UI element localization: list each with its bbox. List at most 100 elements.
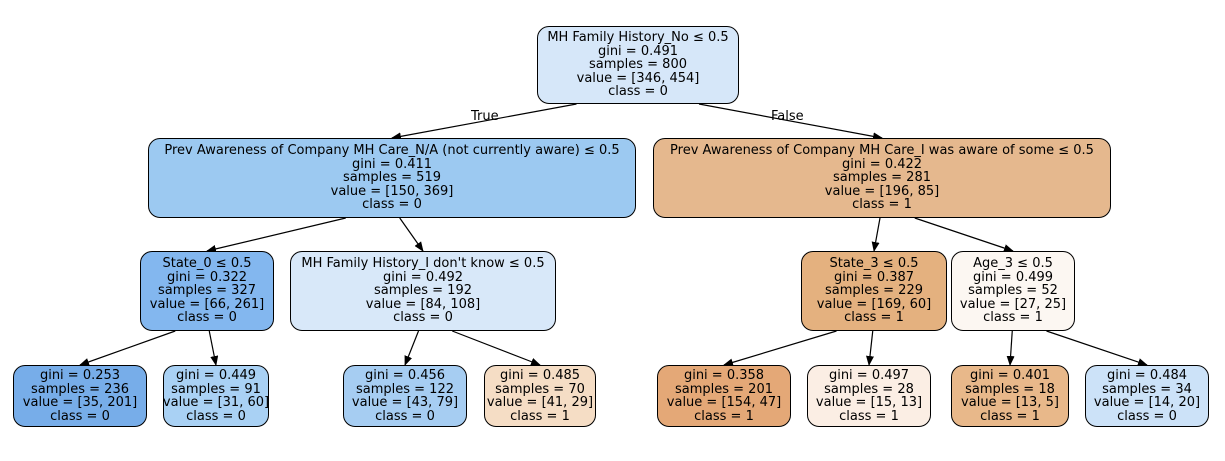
tree-node-line: class = 0 [375,408,435,424]
tree-node-line: gini = 0.401 [969,368,1051,383]
tree-node-line: MH Family History_I don't know ≤ 0.5 [301,256,545,272]
tree-node-line: Prev Awareness of Company MH Care_N/A (n… [164,143,620,159]
tree-edge [698,103,883,141]
tree-edge [399,217,424,252]
tree-node-line: samples = 281 [832,170,931,186]
tree-node-line: value = [169, 60] [816,296,932,312]
tree-node-line: Age_3 ≤ 0.5 [973,256,1053,272]
tree-node-line: value = [41, 29] [486,395,594,410]
tree-node-line: value = [27, 25] [959,296,1067,312]
tree-node-line: samples = 70 [495,381,585,397]
tree-node-line: value = [84, 108] [365,296,481,312]
tree-node-line: gini = 0.485 [499,368,581,383]
tree-node-line: value = [14, 20] [1093,395,1201,410]
tree-edge [206,217,346,253]
tree-node: Prev Awareness of Company MH Care_I was … [653,138,1111,218]
tree-node-line: value = [43, 79] [351,395,459,410]
tree-node-line: gini = 0.456 [364,368,446,383]
tree-node-line: gini = 0.322 [166,269,248,285]
tree-edge [452,330,541,366]
tree-node-line: samples = 122 [355,381,454,397]
tree-edge [866,330,874,366]
tree-node-line: class = 0 [393,310,453,326]
tree-node-line: gini = 0.492 [382,269,464,285]
tree-node-line: value = [15, 13] [815,395,923,410]
tree-edge [1006,330,1015,366]
tree-edge [914,217,1014,252]
tree-node-line: class = 1 [844,310,904,326]
tree-node-line: class = 1 [983,310,1043,326]
tree-edge [404,330,420,366]
tree-node-line: State_0 ≤ 0.5 [162,256,252,272]
tree-node-line: samples = 519 [342,170,441,186]
tree-node-line: MH Family History_No ≤ 0.5 [547,30,729,46]
tree-node-line: class = 1 [510,408,570,424]
tree-node-line: gini = 0.253 [39,368,121,383]
tree-edge [871,217,881,252]
tree-node-line: value = [35, 201] [22,395,138,410]
tree-node-line: samples = 34 [1102,381,1192,397]
tree-node-line: Prev Awareness of Company MH Care_I was … [670,143,1094,159]
tree-node-line: value = [196, 85] [824,183,940,199]
tree-node-line: gini = 0.422 [841,156,923,172]
tree-node-line: value = [154, 47] [666,395,782,410]
tree-edge [1046,330,1148,366]
tree-node-line: class = 0 [186,408,246,424]
tree-node-line: gini = 0.358 [683,368,765,383]
tree-edge [208,330,219,366]
tree-node-line: samples = 192 [373,283,472,299]
tree-node-line: samples = 91 [171,381,261,397]
tree-node-line: class = 1 [694,408,754,424]
tree-node: Prev Awareness of Company MH Care_N/A (n… [148,138,636,218]
tree-node-line: gini = 0.499 [972,269,1054,285]
tree-node-line: gini = 0.411 [351,156,433,172]
tree-node-line: samples = 18 [965,381,1055,397]
tree-node-line: value = [150, 369] [330,183,454,199]
tree-node-line: gini = 0.484 [1106,368,1188,383]
tree-node-line: class = 0 [1117,408,1177,424]
tree-node-line: class = 1 [839,408,899,424]
tree-node-line: samples = 236 [30,381,129,397]
tree-node-line: samples = 28 [824,381,914,397]
tree-node-line: class = 0 [362,197,422,213]
tree-node-line: value = [66, 261] [149,296,265,312]
tree-node-line: value = [31, 60] [162,395,270,410]
tree-edge [391,103,577,141]
tree-node-line: gini = 0.491 [597,43,679,59]
tree-node-line: samples = 52 [968,283,1058,299]
tree-node-line: class = 0 [608,84,668,100]
edge-label-false: False [771,109,804,124]
tree-node-line: samples = 229 [824,283,923,299]
tree-node-line: gini = 0.449 [175,368,257,383]
edge-label-true: True [471,109,499,124]
tree-node-line: class = 1 [852,197,912,213]
tree-node-line: value = [13, 5] [961,395,1059,410]
tree-node-line: class = 1 [980,408,1040,424]
tree-node-line: value = [346, 454] [576,70,700,86]
tree-node-line: class = 0 [177,310,237,326]
tree-node-line: gini = 0.497 [828,368,910,383]
tree-edge [79,330,176,366]
tree-node-line: gini = 0.387 [833,269,915,285]
tree-node-line: class = 0 [50,408,110,424]
tree-node-line: samples = 201 [674,381,773,397]
tree-edge [723,330,837,367]
tree-node-line: State_3 ≤ 0.5 [829,256,919,272]
tree-node-line: samples = 327 [157,283,256,299]
tree-node-line: samples = 800 [588,57,687,73]
